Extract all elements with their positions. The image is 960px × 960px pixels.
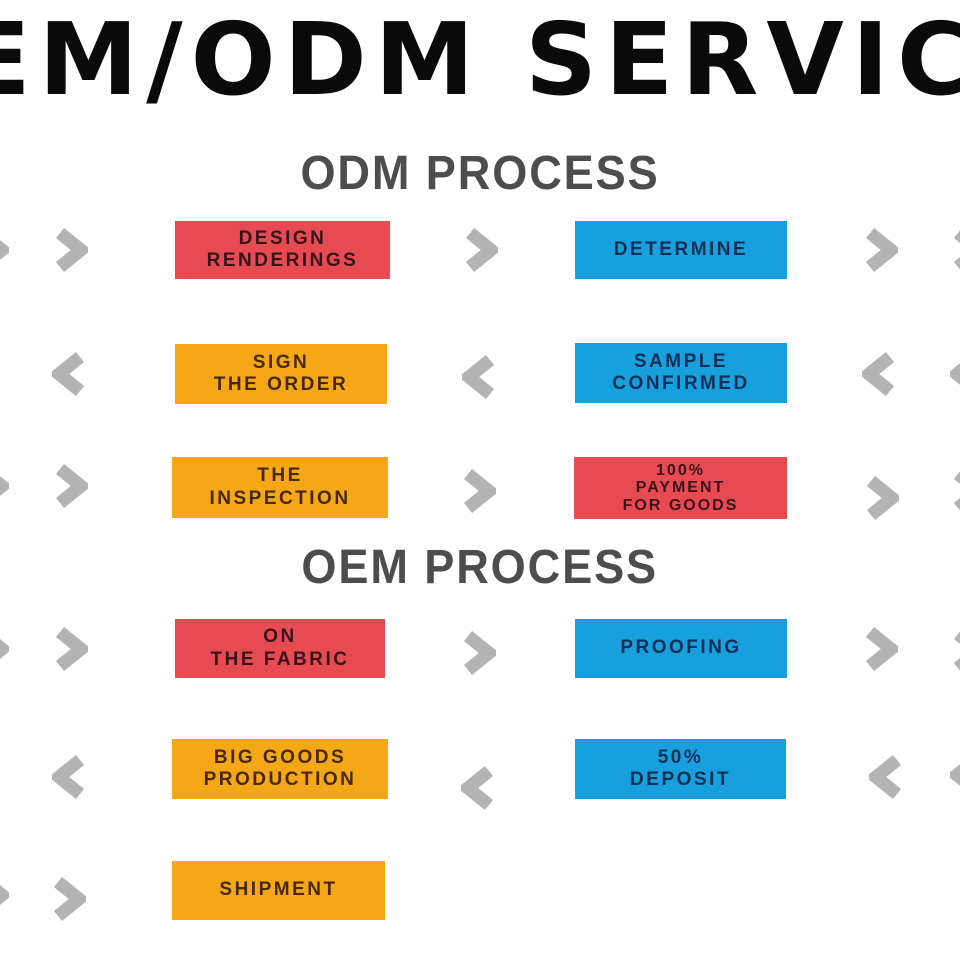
chevron-right-icon	[0, 626, 9, 672]
chevron-right-icon	[462, 227, 498, 273]
chevron-left-icon	[461, 765, 497, 811]
chevron-right-icon	[460, 630, 496, 676]
step-proofing: PROOFING	[575, 619, 787, 678]
chevron-right-icon	[0, 872, 9, 918]
chevron-left-icon	[869, 754, 905, 800]
chevron-left-icon	[862, 351, 898, 397]
odm-process-heading: ODM PROCESS	[300, 147, 660, 200]
chevron-left-icon	[950, 752, 960, 798]
step-100-payment-for-goods: 100% PAYMENT FOR GOODS	[574, 457, 787, 519]
step-determine: DETERMINE	[575, 221, 787, 279]
step-big-goods-production: BIG GOODS PRODUCTION	[172, 739, 388, 799]
chevron-right-icon	[862, 227, 898, 273]
chevron-right-icon	[52, 626, 88, 672]
step-on-the-fabric: ON THE FABRIC	[175, 619, 385, 678]
chevron-right-icon	[0, 227, 9, 273]
page-title: OEM/ODM SERVICE	[0, 1, 960, 118]
chevron-right-icon	[50, 876, 86, 922]
step-shipment: SHIPMENT	[172, 861, 385, 920]
chevron-left-icon	[950, 351, 960, 397]
chevron-right-icon	[950, 468, 960, 514]
chevron-left-icon	[52, 754, 88, 800]
chevron-right-icon	[0, 463, 9, 509]
chevron-left-icon	[52, 351, 88, 397]
step-the-inspection: THE INSPECTION	[172, 457, 388, 518]
step-sign-the-order: SIGN THE ORDER	[175, 344, 387, 404]
step-sample-confirmed: SAMPLE CONFIRMED	[575, 343, 787, 403]
chevron-right-icon	[950, 628, 960, 674]
chevron-right-icon	[460, 468, 496, 514]
chevron-right-icon	[862, 626, 898, 672]
chevron-right-icon	[863, 475, 899, 521]
chevron-left-icon	[462, 354, 498, 400]
step-50-deposit: 50% DEPOSIT	[575, 739, 786, 799]
oem-process-heading: OEM PROCESS	[301, 541, 659, 594]
chevron-right-icon	[950, 227, 960, 273]
chevron-right-icon	[52, 463, 88, 509]
step-design-renderings: DESIGN RENDERINGS	[175, 221, 390, 279]
chevron-right-icon	[52, 227, 88, 273]
